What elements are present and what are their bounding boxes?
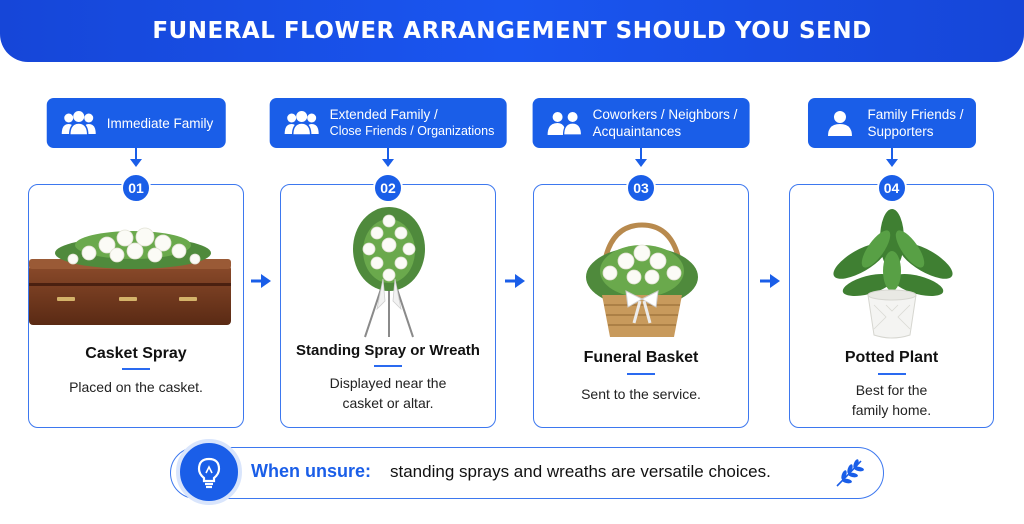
potted-plant-illustration (833, 209, 953, 339)
tip-bar (170, 447, 884, 499)
connector-line (640, 148, 642, 160)
arrangement-card-3: Funeral Basket Sent to the service. (533, 184, 749, 428)
card-description: Placed on the casket. (29, 377, 243, 397)
description-line: Best for the (855, 382, 928, 398)
card-title: Potted Plant (844, 349, 939, 366)
right-arrow-icon (760, 274, 780, 288)
step-column-4: Family Friends / Supporters 04 Potted Pl (789, 0, 994, 430)
arrangement-card-2: Standing Spray or Wreath Displayed near … (280, 184, 496, 428)
down-arrow-icon (382, 159, 394, 167)
down-arrow-icon (130, 159, 142, 167)
leaf-sprig-icon (836, 459, 864, 487)
step-number-badge: 02 (373, 173, 403, 203)
tip-label: When unsure: (251, 461, 371, 481)
description-line: Displayed near the (329, 375, 447, 391)
person-icon (821, 109, 857, 137)
down-arrow-icon (885, 159, 898, 167)
title-banner: FUNERAL FLOWER ARRANGEMENT SHOULD YOU SE… (0, 0, 1024, 62)
pair-icon (547, 109, 583, 137)
audience-label: Family Friends / (867, 107, 964, 122)
audience-label: Immediate Family (106, 115, 214, 131)
audience-tag-4: Family Friends / Supporters (807, 98, 976, 148)
audience-label: Extended Family / (329, 107, 438, 122)
right-arrow-icon (505, 274, 525, 288)
step-column-3: Coworkers / Neighbors / Acquaintances 03… (532, 0, 750, 430)
audience-label: Acquaintances (592, 124, 682, 139)
arrangement-card-1: Casket Spray Placed on the casket. (28, 184, 244, 428)
card-title: Funeral Basket (583, 349, 699, 366)
step-number-badge: 04 (876, 173, 907, 203)
card-title: Standing Spray or Wreath (296, 342, 480, 359)
page-title: FUNERAL FLOWER ARRANGEMENT SHOULD YOU SE… (152, 18, 872, 44)
group-icon (61, 109, 97, 137)
title-underline (374, 365, 402, 367)
right-arrow-icon (251, 274, 271, 288)
description-line: Sent to the service. (581, 386, 701, 402)
audience-label: Close Friends / Organizations (329, 124, 495, 138)
audience-tag-3: Coworkers / Neighbors / Acquaintances (532, 98, 750, 148)
card-title: Casket Spray (85, 345, 187, 362)
step-column-2: Extended Family / Close Friends / Organi… (269, 0, 507, 430)
connector-line (387, 148, 389, 160)
title-underline (627, 373, 655, 375)
title-underline (122, 368, 150, 370)
audience-tag-2: Extended Family / Close Friends / Organi… (269, 98, 507, 148)
arrangement-card-4: Potted Plant Best for the family home. (789, 184, 994, 428)
connector-line (135, 148, 137, 160)
card-description: Sent to the service. (534, 384, 748, 404)
description-line: Placed on the casket. (69, 379, 203, 395)
standing-spray-illustration (353, 207, 425, 338)
card-description: Best for the family home. (790, 380, 993, 420)
step-column-1: Immediate Family 01 Casket Spray Placed … (28, 0, 244, 430)
audience-tag-1: Immediate Family (46, 98, 226, 148)
step-number-badge: 03 (626, 173, 656, 203)
audience-label: Coworkers / Neighbors / (592, 107, 738, 122)
connector-line (890, 148, 893, 160)
lightbulb-icon (176, 439, 242, 505)
title-underline (877, 373, 906, 375)
down-arrow-icon (635, 159, 647, 167)
tip-text: standing sprays and wreaths are versatil… (390, 462, 771, 481)
group-icon (284, 109, 320, 137)
basket-illustration (586, 222, 698, 337)
casket-spray-illustration (29, 227, 231, 325)
card-description: Displayed near the casket or altar. (281, 373, 495, 413)
step-number-badge: 01 (121, 173, 151, 203)
description-line: family home. (851, 402, 932, 418)
description-line: casket or altar. (342, 395, 434, 411)
audience-label: Supporters (867, 124, 934, 139)
